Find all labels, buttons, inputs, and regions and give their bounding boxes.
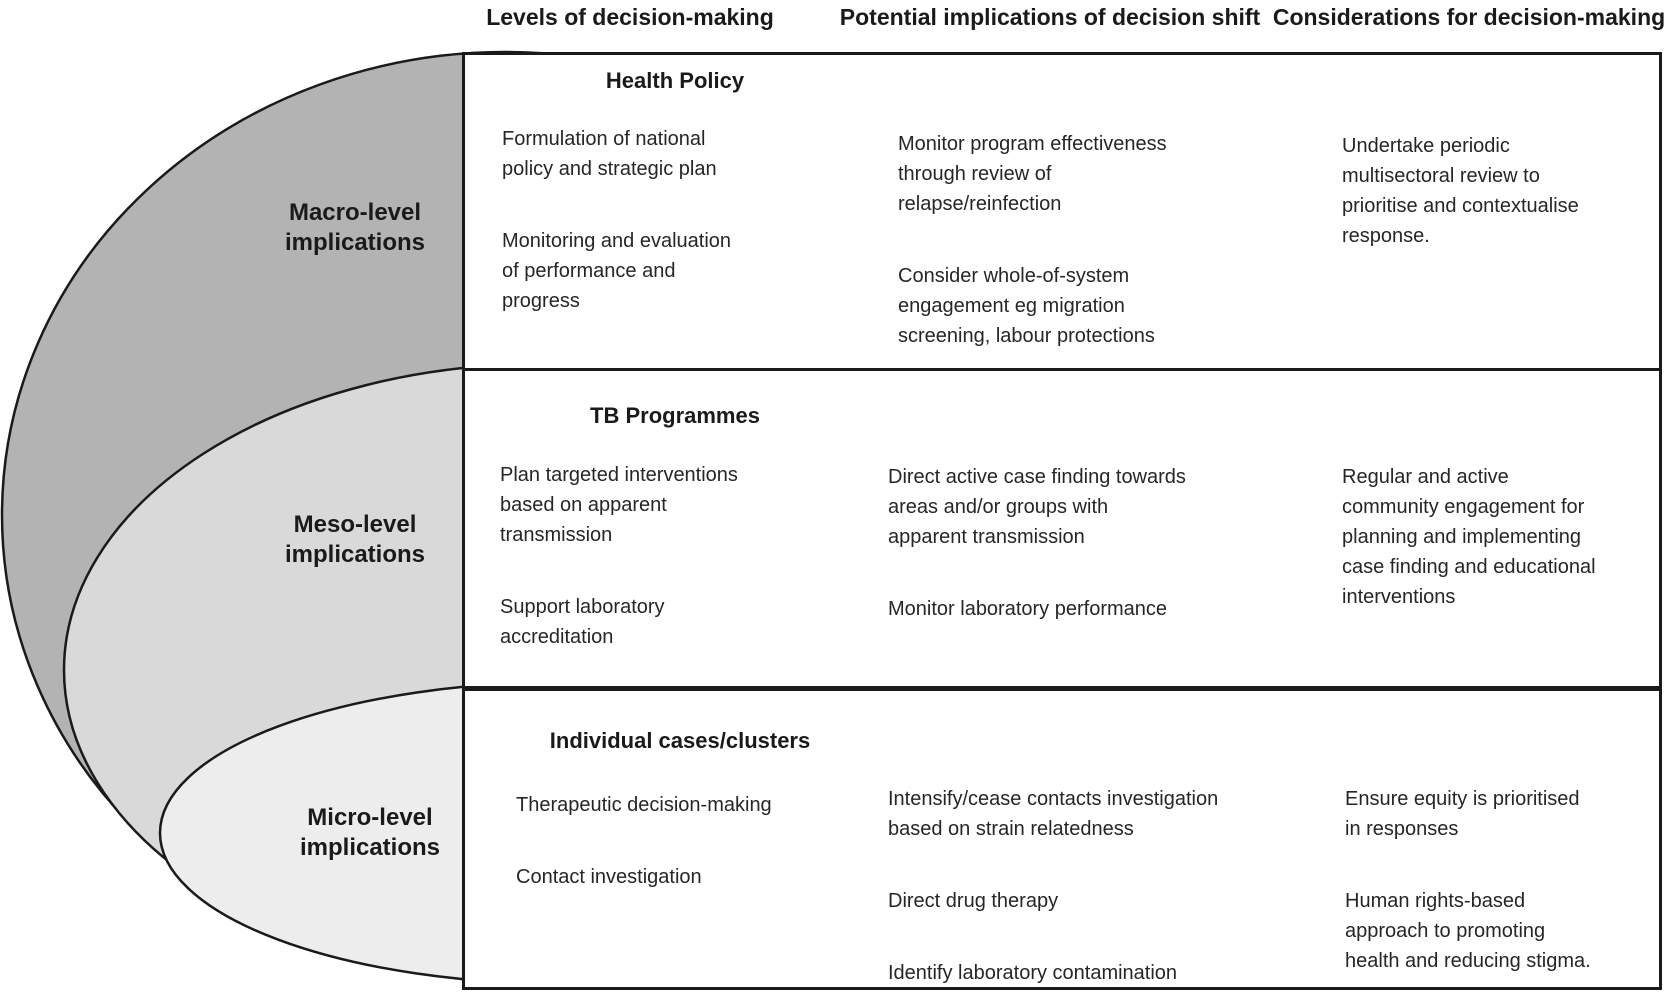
cell-macro-levels: Formulation of national policy and strat… (502, 124, 802, 316)
row-title-tb-programmes: TB Programmes (590, 403, 760, 428)
text-item: Direct active case finding towards areas… (888, 466, 1186, 548)
text-item: Therapeutic decision-making (516, 794, 772, 816)
table-row-macro (465, 55, 1659, 371)
cell-meso-implications: Direct active case finding towards areas… (888, 462, 1258, 624)
text-item: Monitor program effectiveness through re… (898, 133, 1167, 215)
text-item: Regular and active community engagement … (1342, 466, 1596, 608)
text-item: Human rights-based approach to promoting… (1345, 890, 1591, 972)
row-title-individual-cases: Individual cases/clusters (549, 728, 811, 753)
text-item: Contact investigation (516, 866, 702, 888)
text-item: Monitoring and evaluation of performance… (502, 230, 732, 312)
text-item: Intensify/cease contacts investigation b… (888, 788, 1219, 840)
cell-meso-levels: Plan targeted interventions based on app… (500, 460, 810, 652)
cell-meso-considerations: Regular and active community engagement … (1342, 462, 1672, 612)
table-row-meso (465, 371, 1659, 691)
text-item: Monitor laboratory performance (888, 598, 1168, 620)
text-item: Formulation of national policy and strat… (502, 128, 717, 180)
meso-level-label: Meso-level implications (284, 511, 426, 568)
text-item: Undertake periodic multisectoral review … (1342, 135, 1579, 247)
macro-level-label: Macro-level implications (284, 199, 426, 256)
text-item: Identify laboratory contamination (888, 962, 1178, 984)
decision-table: Health Policy Formulation of national po… (462, 52, 1662, 990)
column-header-levels: Levels of decision-making (486, 4, 774, 30)
cell-macro-considerations: Undertake periodic multisectoral review … (1342, 131, 1662, 251)
column-header-implications: Potential implications of decision shift (839, 4, 1261, 30)
text-item: Support laboratory accreditation (500, 596, 665, 648)
micro-level-label: Micro-level implications (299, 804, 441, 861)
cell-macro-implications: Monitor program effectiveness through re… (898, 129, 1238, 351)
cell-micro-considerations: Ensure equity is prioritised in response… (1345, 784, 1674, 976)
row-title-health-policy: Health Policy (605, 68, 745, 93)
column-header-considerations: Considerations for decision-making (1272, 4, 1666, 30)
text-item: Direct drug therapy (888, 890, 1059, 912)
cell-micro-levels: Therapeutic decision-making Contact inve… (516, 790, 856, 892)
cell-micro-implications: Intensify/cease contacts investigation b… (888, 784, 1308, 988)
text-item: Ensure equity is prioritised in response… (1345, 788, 1580, 840)
text-item: Plan targeted interventions based on app… (500, 464, 738, 546)
text-item: Consider whole-of-system engagement eg m… (898, 265, 1155, 347)
